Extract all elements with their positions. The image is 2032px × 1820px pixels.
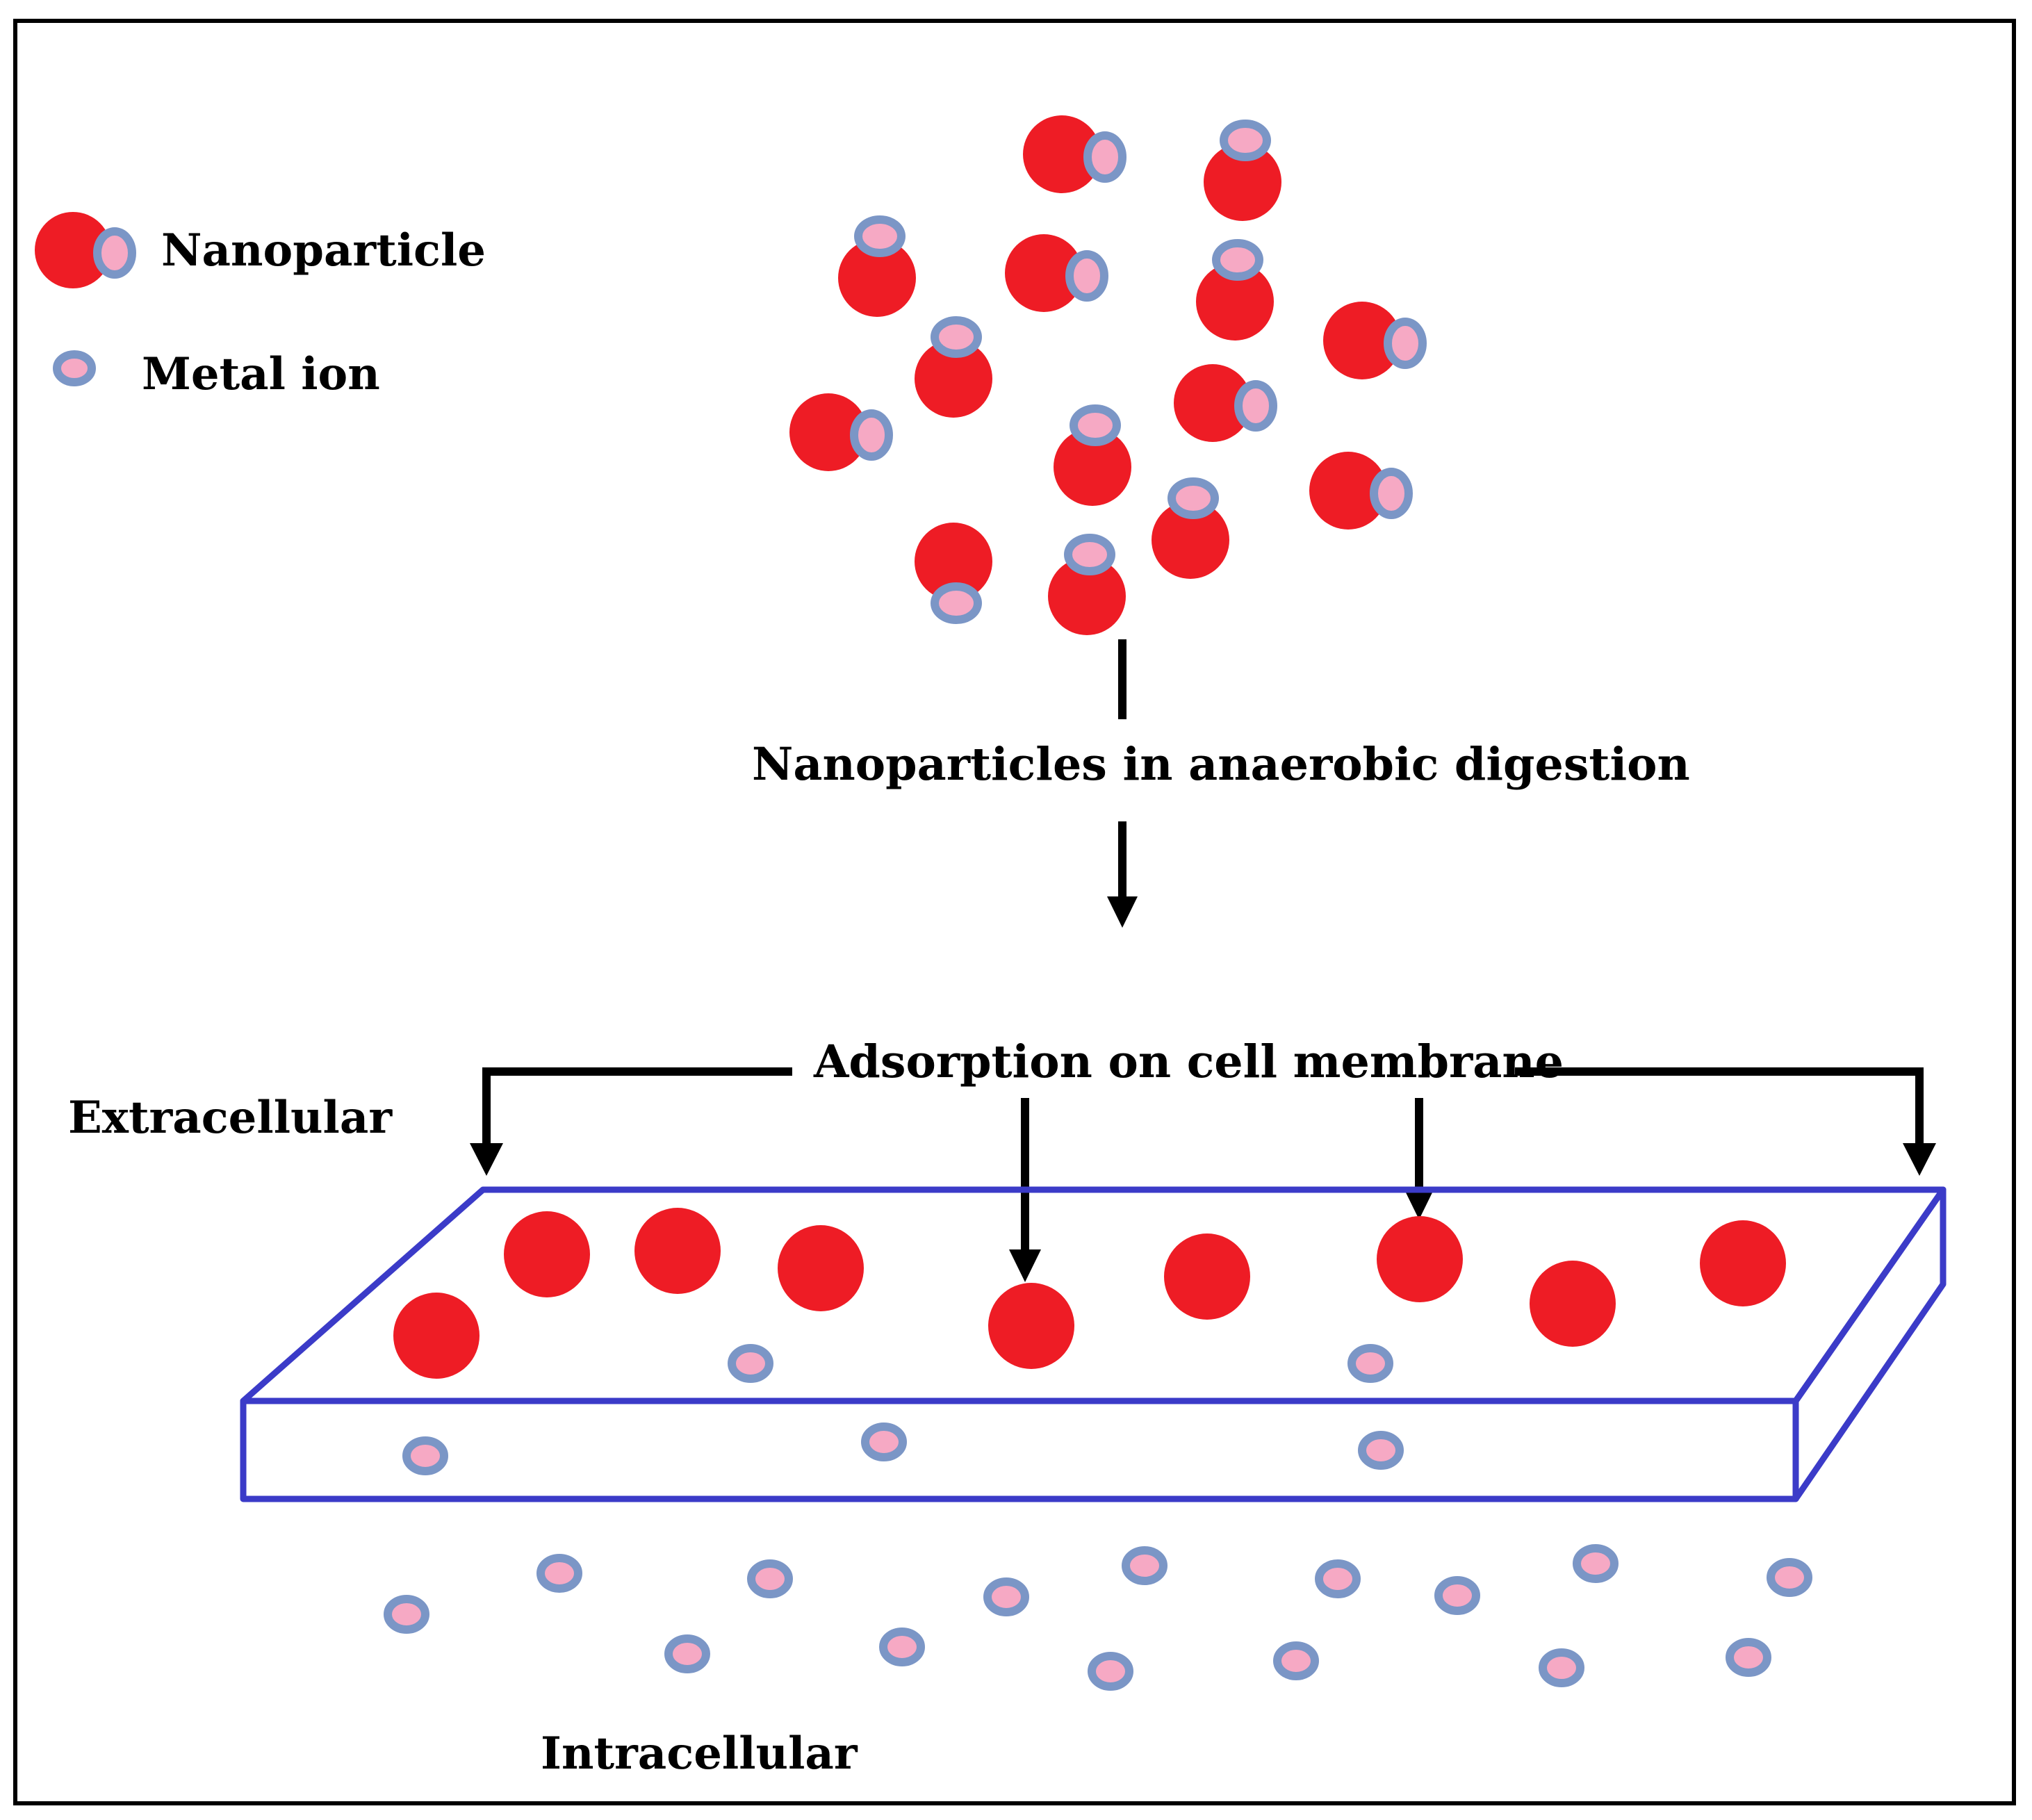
adsorbed-nanoparticle <box>778 1225 864 1311</box>
attached-metal-ion <box>931 582 982 624</box>
adsorbed-nanoparticle <box>634 1208 721 1294</box>
metal-ion <box>747 1559 793 1598</box>
intracellular-label: Intracellular <box>541 1728 858 1780</box>
adsorption-mid-arrow-head <box>1009 1249 1041 1282</box>
adsorption-right-mid-arrow-head <box>1403 1187 1435 1220</box>
attached-metal-ion <box>1370 468 1413 519</box>
process-flow: Nanoparticles in anaerobic digestion <box>752 639 1690 928</box>
attached-metal-ion <box>850 409 893 461</box>
adsorbed-nanoparticle <box>988 1283 1074 1369</box>
nanoparticle-cluster <box>789 115 1427 635</box>
attached-metal-ion <box>1234 380 1277 432</box>
attached-metal-ion <box>931 316 982 358</box>
attached-metal-ion <box>1167 477 1219 519</box>
metal-ion <box>1315 1559 1361 1598</box>
legend-nanoparticle-label: Nanoparticle <box>161 224 486 277</box>
nanoparticle <box>915 316 992 418</box>
adsorbed-nanoparticle <box>1377 1216 1463 1302</box>
nanoparticle <box>838 215 916 317</box>
legend-nanoparticle-icon <box>35 212 136 288</box>
metal-ion <box>402 1436 448 1475</box>
nanoparticle-core <box>789 393 867 471</box>
nanoparticle <box>1196 239 1274 341</box>
metal-ion <box>861 1423 907 1461</box>
metal-ion <box>1767 1558 1812 1597</box>
membrane-side-face <box>1792 1186 1947 1502</box>
metal-ion <box>1273 1641 1319 1680</box>
figure-frame <box>13 19 2016 1805</box>
nanoparticle-core <box>1309 452 1387 530</box>
adsorption-label: Adsorption on cell membrane <box>813 1035 1564 1088</box>
nanoparticle <box>915 523 992 624</box>
nanoparticle-core <box>1174 364 1252 442</box>
metal-ion <box>1434 1576 1480 1615</box>
legend-metal-ion-label: Metal ion <box>142 348 380 400</box>
adsorption-right-bracket <box>1515 1067 1924 1147</box>
membrane-top-face <box>240 1186 1947 1404</box>
process-label: Nanoparticles in anaerobic digestion <box>752 738 1690 791</box>
metal-ion <box>536 1554 582 1593</box>
nanoparticle-core <box>1204 143 1281 221</box>
metal-ion <box>728 1344 773 1383</box>
attached-metal-ion <box>1384 318 1427 369</box>
nanoparticle <box>1174 364 1277 442</box>
metal-ion <box>1358 1431 1404 1470</box>
metal-ion <box>1539 1648 1584 1687</box>
legend-metal-ion-icon <box>53 350 96 386</box>
attached-metal-ion <box>1083 131 1126 183</box>
attached-metal-ion <box>854 215 906 257</box>
adsorption-left-arrow-head <box>470 1143 503 1176</box>
nanoparticle <box>1054 404 1131 506</box>
nanoparticle-core <box>1023 115 1101 193</box>
adsorbed-nanoparticle <box>504 1211 590 1297</box>
metal-ion <box>879 1628 925 1666</box>
metal-ion <box>983 1577 1029 1616</box>
nanoparticle-core <box>1196 263 1274 341</box>
extracellular-label: Extracellular <box>68 1092 393 1144</box>
cell-membrane <box>240 1186 1947 1502</box>
metal-ion <box>1122 1546 1167 1585</box>
adsorbed-nanoparticle <box>1164 1233 1250 1320</box>
metal-ion <box>1088 1652 1133 1691</box>
nanoparticle <box>1023 115 1126 193</box>
nanoparticle-core <box>915 340 992 418</box>
attached-metal-ion <box>1070 404 1121 446</box>
nanoparticle-core <box>1005 234 1083 312</box>
adsorbed-nanoparticle <box>1700 1220 1786 1306</box>
nanoparticle <box>1309 452 1413 530</box>
attached-metal-ion <box>1065 250 1108 302</box>
metal-ions <box>384 1344 1812 1691</box>
attached-metal-ion <box>1212 239 1263 281</box>
nanoparticle <box>1204 120 1281 221</box>
attached-metal-ion <box>1064 534 1115 575</box>
adsorbed-nanoparticle <box>393 1293 480 1379</box>
process-arrow-head <box>1107 896 1138 928</box>
membrane-front-face <box>240 1397 1799 1502</box>
adsorption-flow: Adsorption on cell membrane <box>470 1035 1936 1282</box>
nanoparticle-core <box>1048 557 1126 635</box>
nanoparticle-core <box>1323 302 1401 379</box>
nanoparticle-core <box>1054 428 1131 506</box>
nanoparticle-core <box>1152 501 1229 579</box>
legend: Nanoparticle Metal ion <box>35 212 486 400</box>
adsorption-right-arrow-head <box>1903 1143 1936 1176</box>
attached-metal-ion <box>1220 120 1271 161</box>
nanoparticle <box>1048 534 1126 635</box>
metal-ion <box>1573 1544 1619 1583</box>
nanoparticle-core <box>838 239 916 317</box>
nanoparticle-core <box>915 523 992 600</box>
nanoparticle <box>789 393 893 471</box>
adsorbed-nanoparticles <box>393 1208 1786 1379</box>
nanoparticle <box>1152 477 1229 579</box>
adsorption-left-bracket <box>482 1067 792 1147</box>
nanoparticle <box>1323 302 1427 379</box>
metal-ion <box>1726 1638 1771 1677</box>
metal-ion <box>1347 1344 1393 1383</box>
metal-ion <box>664 1634 710 1673</box>
adsorbed-nanoparticle <box>1530 1261 1616 1347</box>
metal-ion <box>384 1595 429 1634</box>
nanoparticle <box>1005 234 1108 312</box>
